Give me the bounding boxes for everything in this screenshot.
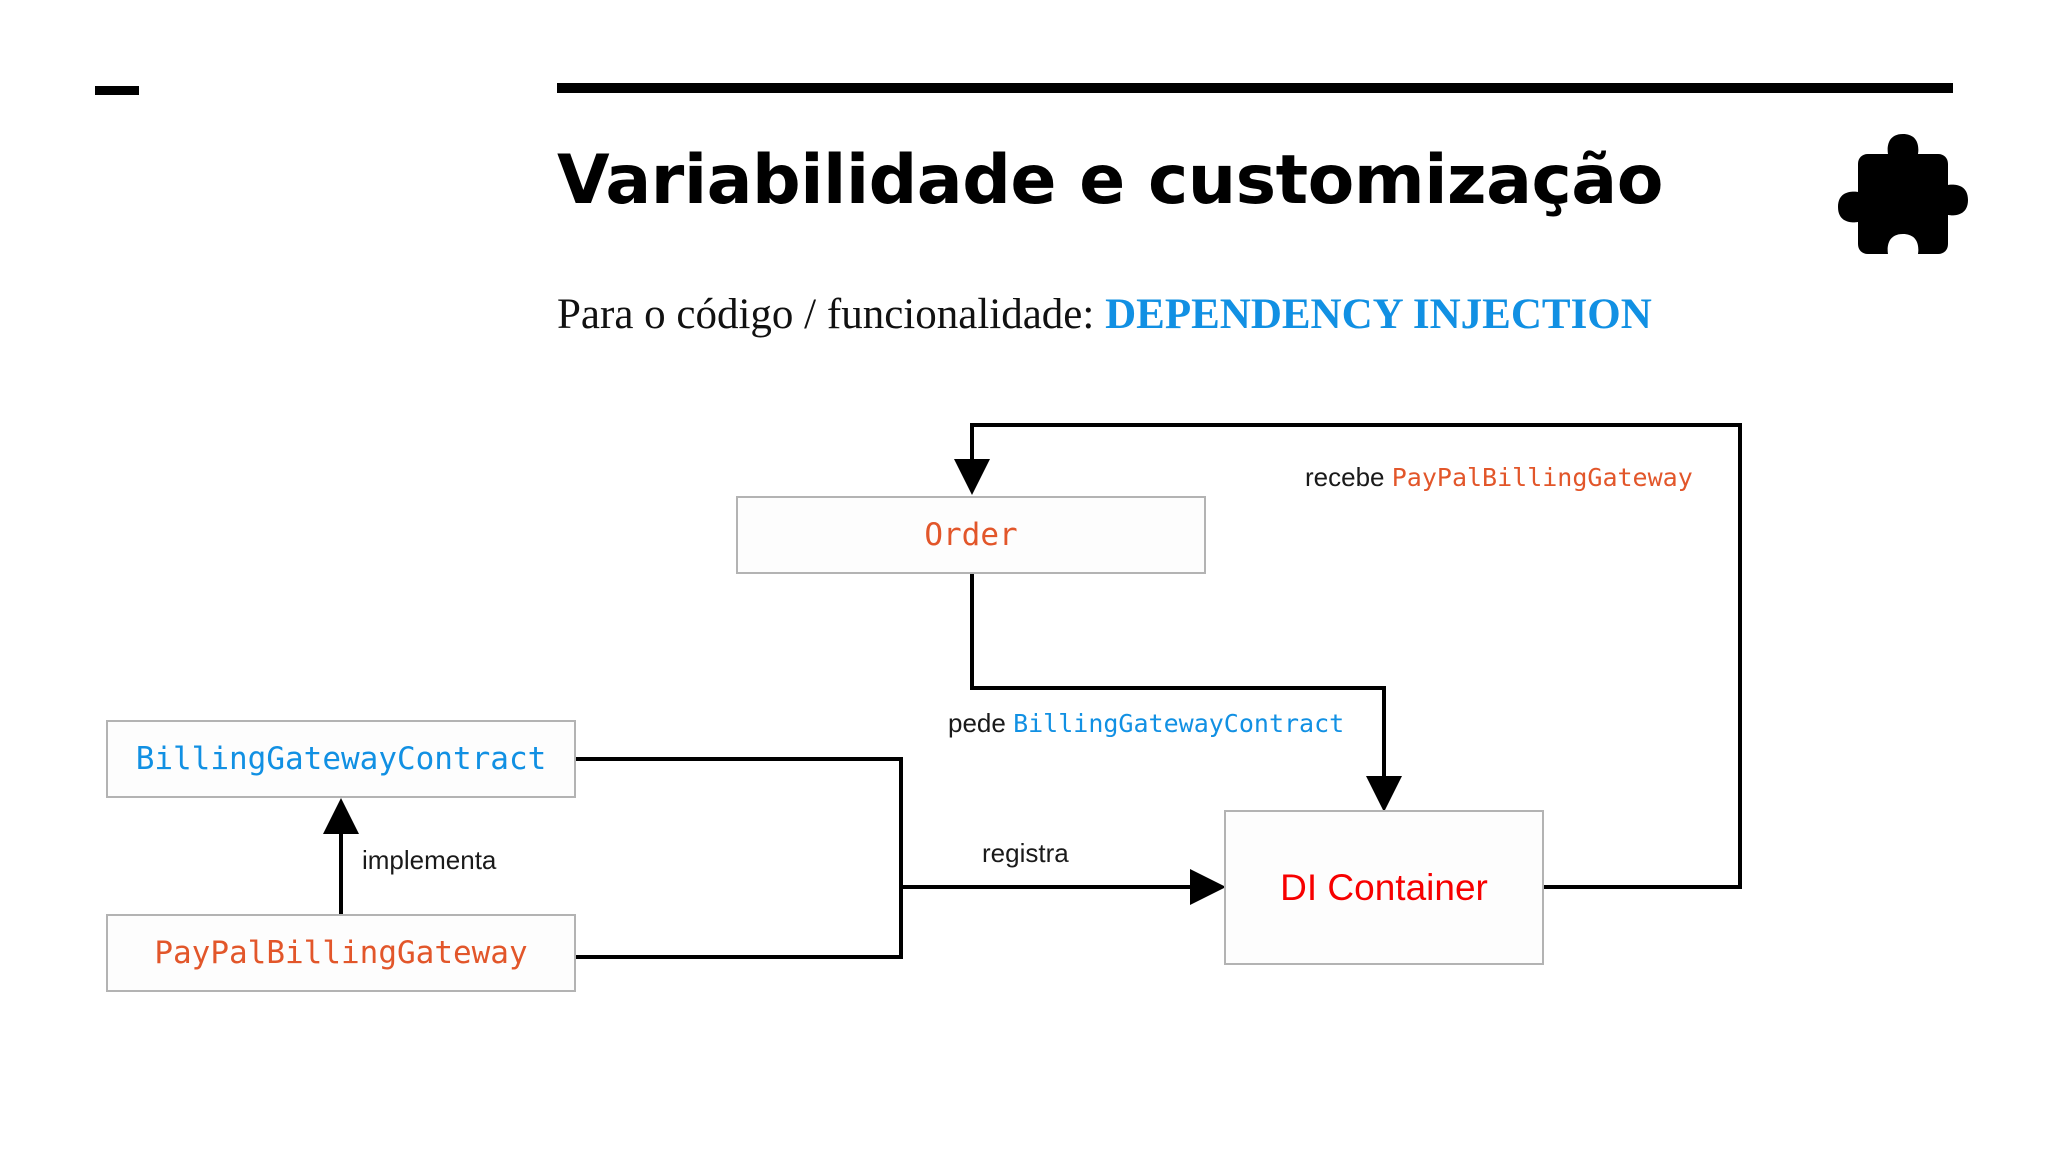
subtitle-prefix: Para o código / funcionalidade: — [557, 291, 1106, 338]
edge-registra — [576, 757, 1226, 959]
subtitle-accent: DEPENDENCY INJECTION — [1105, 291, 1652, 338]
page-title: Variabilidade e customização — [557, 141, 1663, 220]
edge-label-pede-text: pede — [948, 708, 1014, 738]
edge-label-pede-code: BillingGatewayContract — [1013, 709, 1345, 738]
diagram-node-order[interactable]: Order — [736, 496, 1206, 574]
edge-label-implementa: implementa — [362, 845, 497, 875]
node-label-paypal-billing-gateway: PayPalBillingGateway — [154, 935, 528, 971]
slide-subtitle: Para o código / funcionalidade: DEPENDEN… — [557, 290, 1652, 340]
diagram-node-paypal-billing-gateway[interactable]: PayPalBillingGateway — [106, 914, 576, 992]
edge-label-pede: pede BillingGatewayContract — [948, 708, 1344, 739]
top-left-dash-mark — [95, 86, 139, 95]
edge-recebe — [954, 423, 1742, 889]
edge-pede — [970, 574, 1402, 812]
edge-label-recebe-code: PayPalBillingGateway — [1391, 463, 1693, 492]
header-rule — [557, 83, 1953, 93]
diagram-node-di-container[interactable]: DI Container — [1224, 810, 1544, 965]
node-label-billing-gateway-contract: BillingGatewayContract — [135, 741, 547, 777]
edge-label-registra: registra — [982, 838, 1069, 868]
puzzle-piece-icon — [1838, 134, 1968, 254]
edge-label-recebe-text: recebe — [1305, 462, 1392, 492]
node-label-di-container: DI Container — [1280, 866, 1488, 908]
edge-label-recebe: recebe PayPalBillingGateway — [1305, 462, 1693, 493]
diagram-node-billing-gateway-contract[interactable]: BillingGatewayContract — [106, 720, 576, 798]
node-label-order: Order — [924, 517, 1018, 553]
